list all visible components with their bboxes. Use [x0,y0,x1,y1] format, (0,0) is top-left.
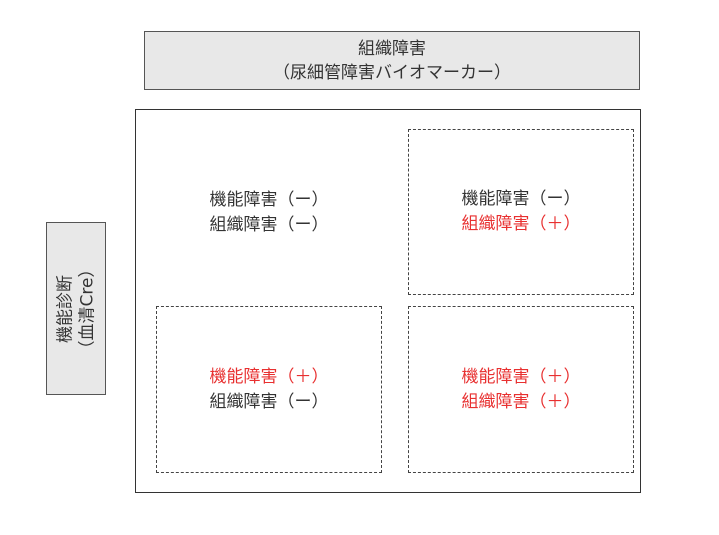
tissue-injury-status: 組織障害（ー） [209,215,329,235]
injury-matrix: 機能障害（ー） 組織障害（ー） 機能障害（ー） 組織障害（＋） 機能障害（＋） … [135,109,641,493]
tissue-injury-status: 組織障害（＋） [461,391,581,412]
functional-injury-status: 機能障害（＋） [209,366,329,387]
cell-top-right: 機能障害（ー） 組織障害（＋） [408,129,634,295]
tissue-injury-title: 組織障害 [358,38,426,59]
cell-bottom-left: 機能障害（＋） 組織障害（ー） [156,306,382,473]
tissue-injury-subtitle: （尿細管障害バイオマーカー） [273,62,511,83]
tissue-injury-status: 組織障害（＋） [461,214,581,234]
functional-injury-status: 機能障害（ー） [209,190,329,210]
functional-injury-status: 機能障害（ー） [461,189,581,209]
functional-injury-status: 機能障害（＋） [461,366,581,387]
tissue-injury-axis-label: 組織障害 （尿細管障害バイオマーカー） [144,31,640,90]
tissue-injury-status: 組織障害（ー） [209,391,329,412]
functional-diagnosis-title: 機能診断 [55,274,76,343]
functional-diagnosis-subtitle: （血清Cre） [77,260,98,357]
cell-bottom-right: 機能障害（＋） 組織障害（＋） [408,306,634,473]
functional-diagnosis-axis-label: 機能診断 （血清Cre） [46,222,106,395]
cell-top-left: 機能障害（ー） 組織障害（ー） [156,130,382,296]
